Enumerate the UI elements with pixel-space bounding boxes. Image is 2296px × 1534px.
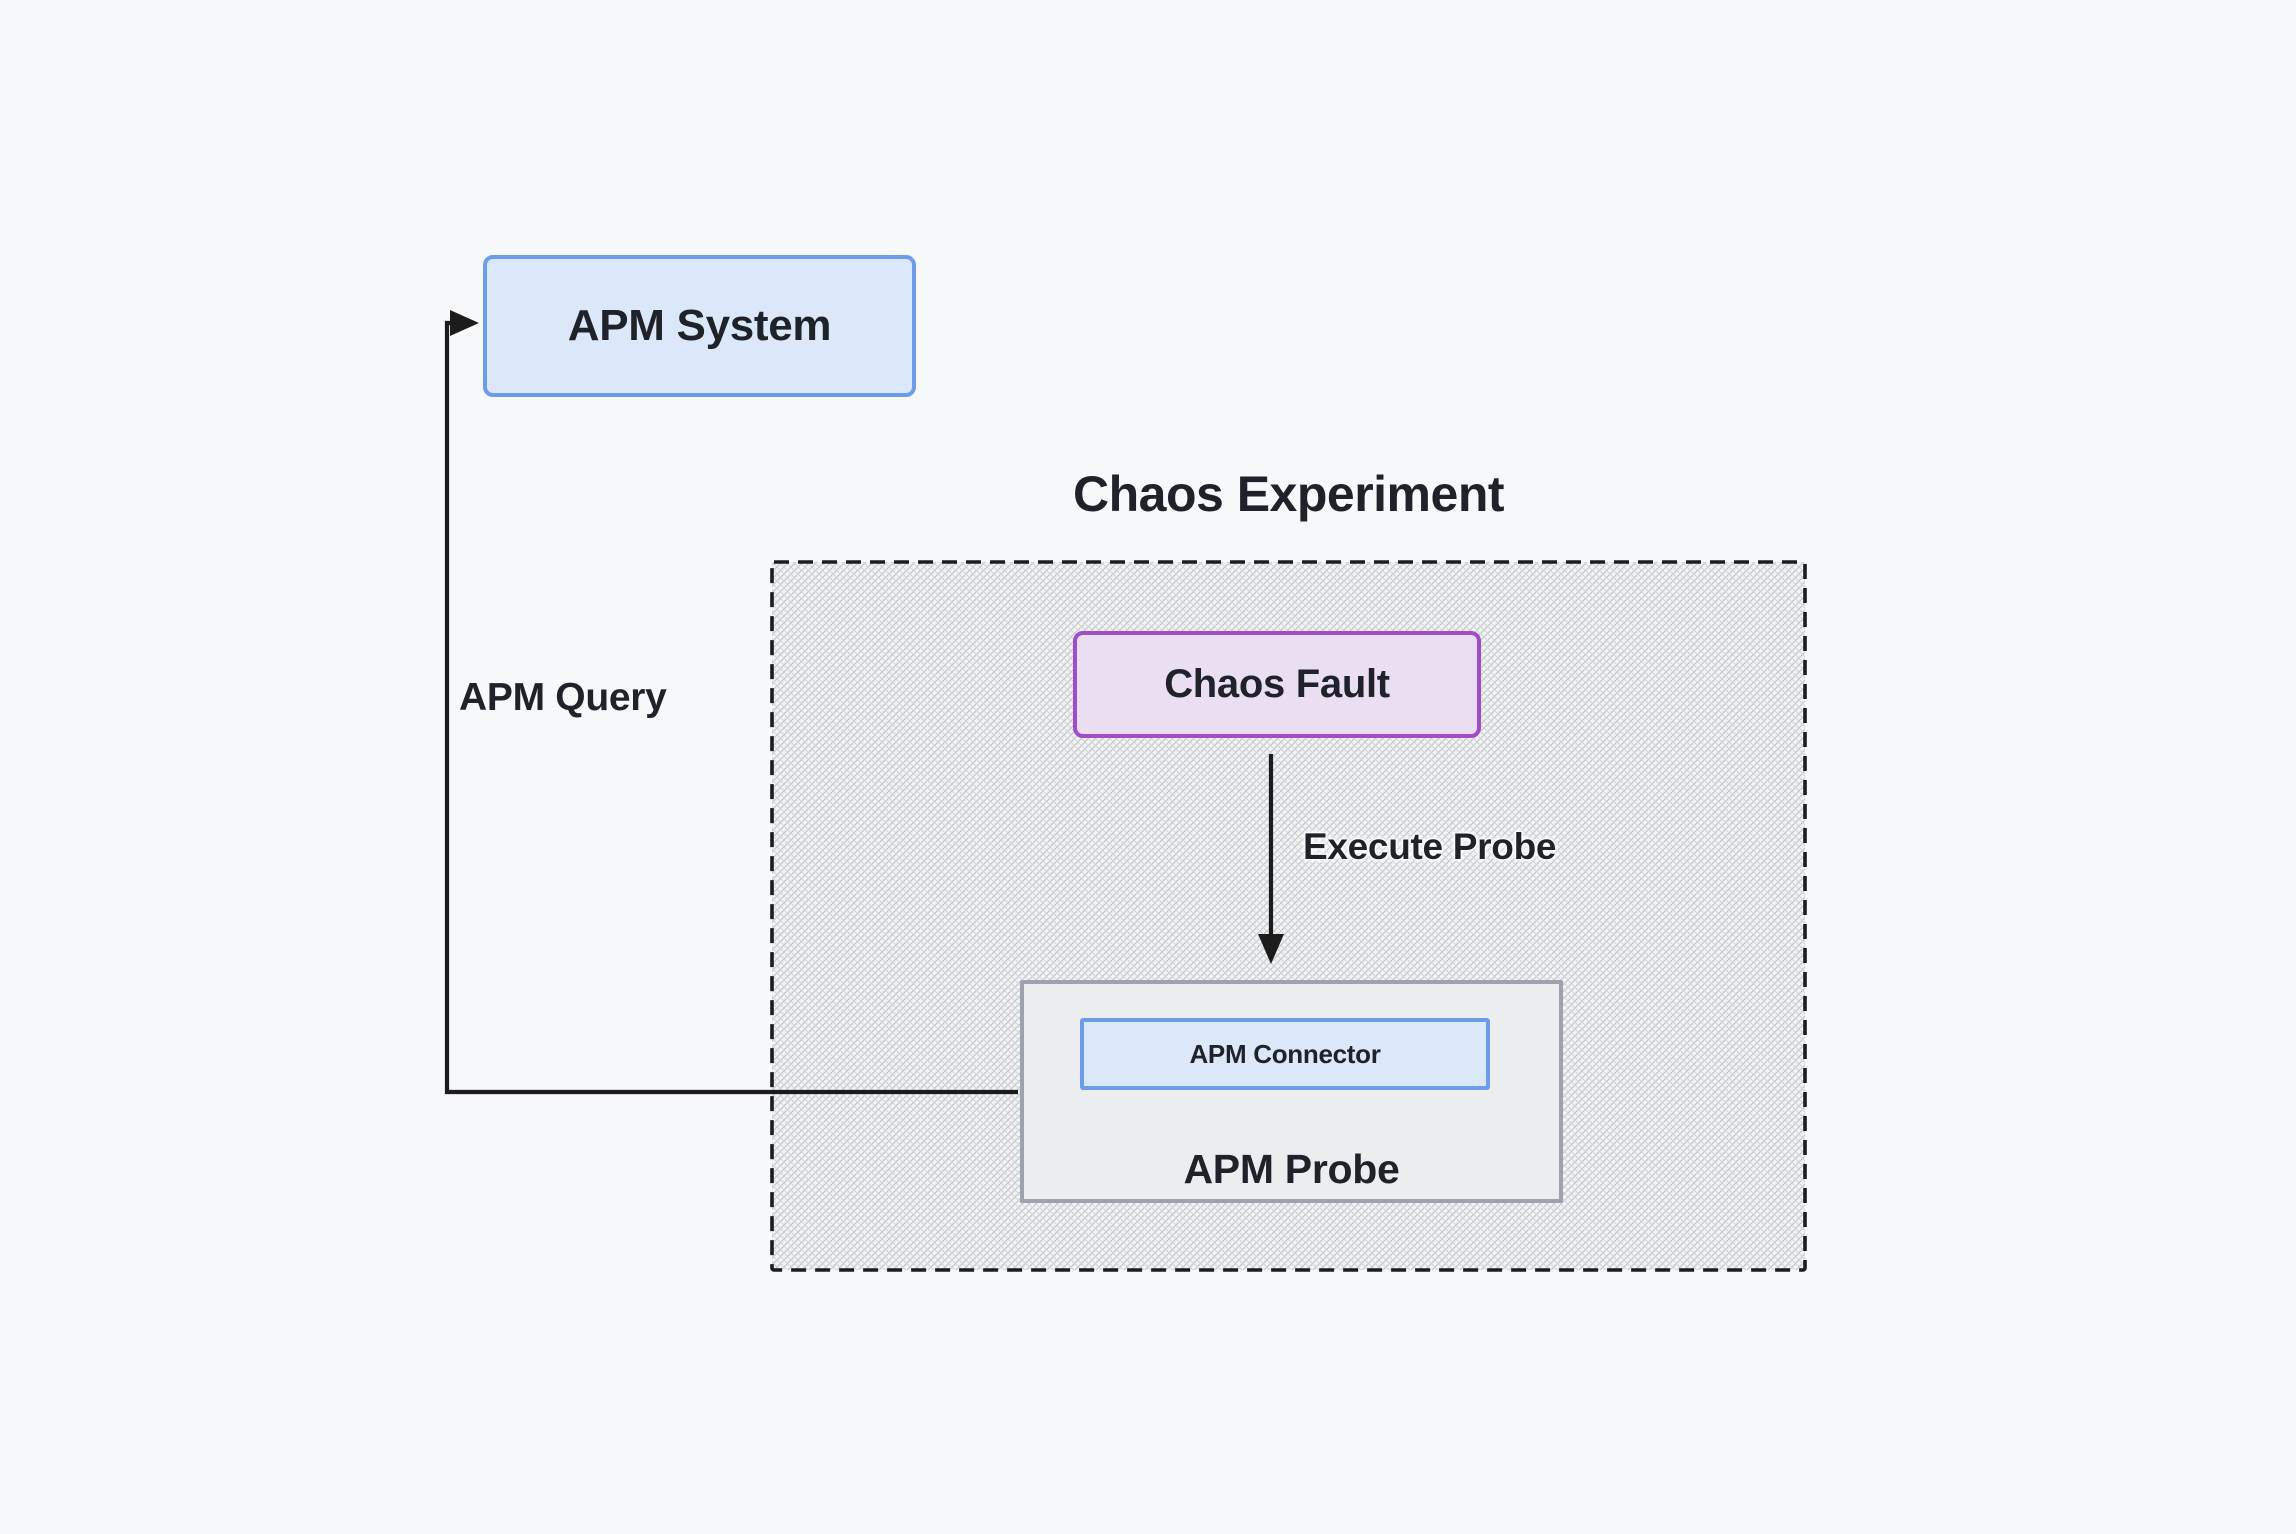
node-apm-connector: APM Connector bbox=[1080, 1018, 1490, 1090]
apm-query-arrowhead-icon bbox=[450, 310, 479, 336]
apm-query-edge-label: APM Query bbox=[459, 676, 667, 719]
apm-system-label: APM System bbox=[567, 301, 832, 350]
chaos-experiment-title: Chaos Experiment bbox=[1073, 466, 1505, 522]
node-apm-probe: APM Connector APM Probe bbox=[1020, 980, 1563, 1203]
node-chaos-fault: Chaos Fault bbox=[1073, 631, 1481, 738]
node-apm-system: APM System bbox=[483, 255, 916, 397]
apm-probe-label: APM Probe bbox=[1183, 1146, 1400, 1192]
execute-probe-arrowhead-icon bbox=[1258, 934, 1284, 964]
apm-connector-label: APM Connector bbox=[1189, 1038, 1381, 1069]
execute-probe-edge-label: Execute Probe bbox=[1303, 826, 1557, 867]
chaos-fault-label: Chaos Fault bbox=[1164, 662, 1390, 706]
